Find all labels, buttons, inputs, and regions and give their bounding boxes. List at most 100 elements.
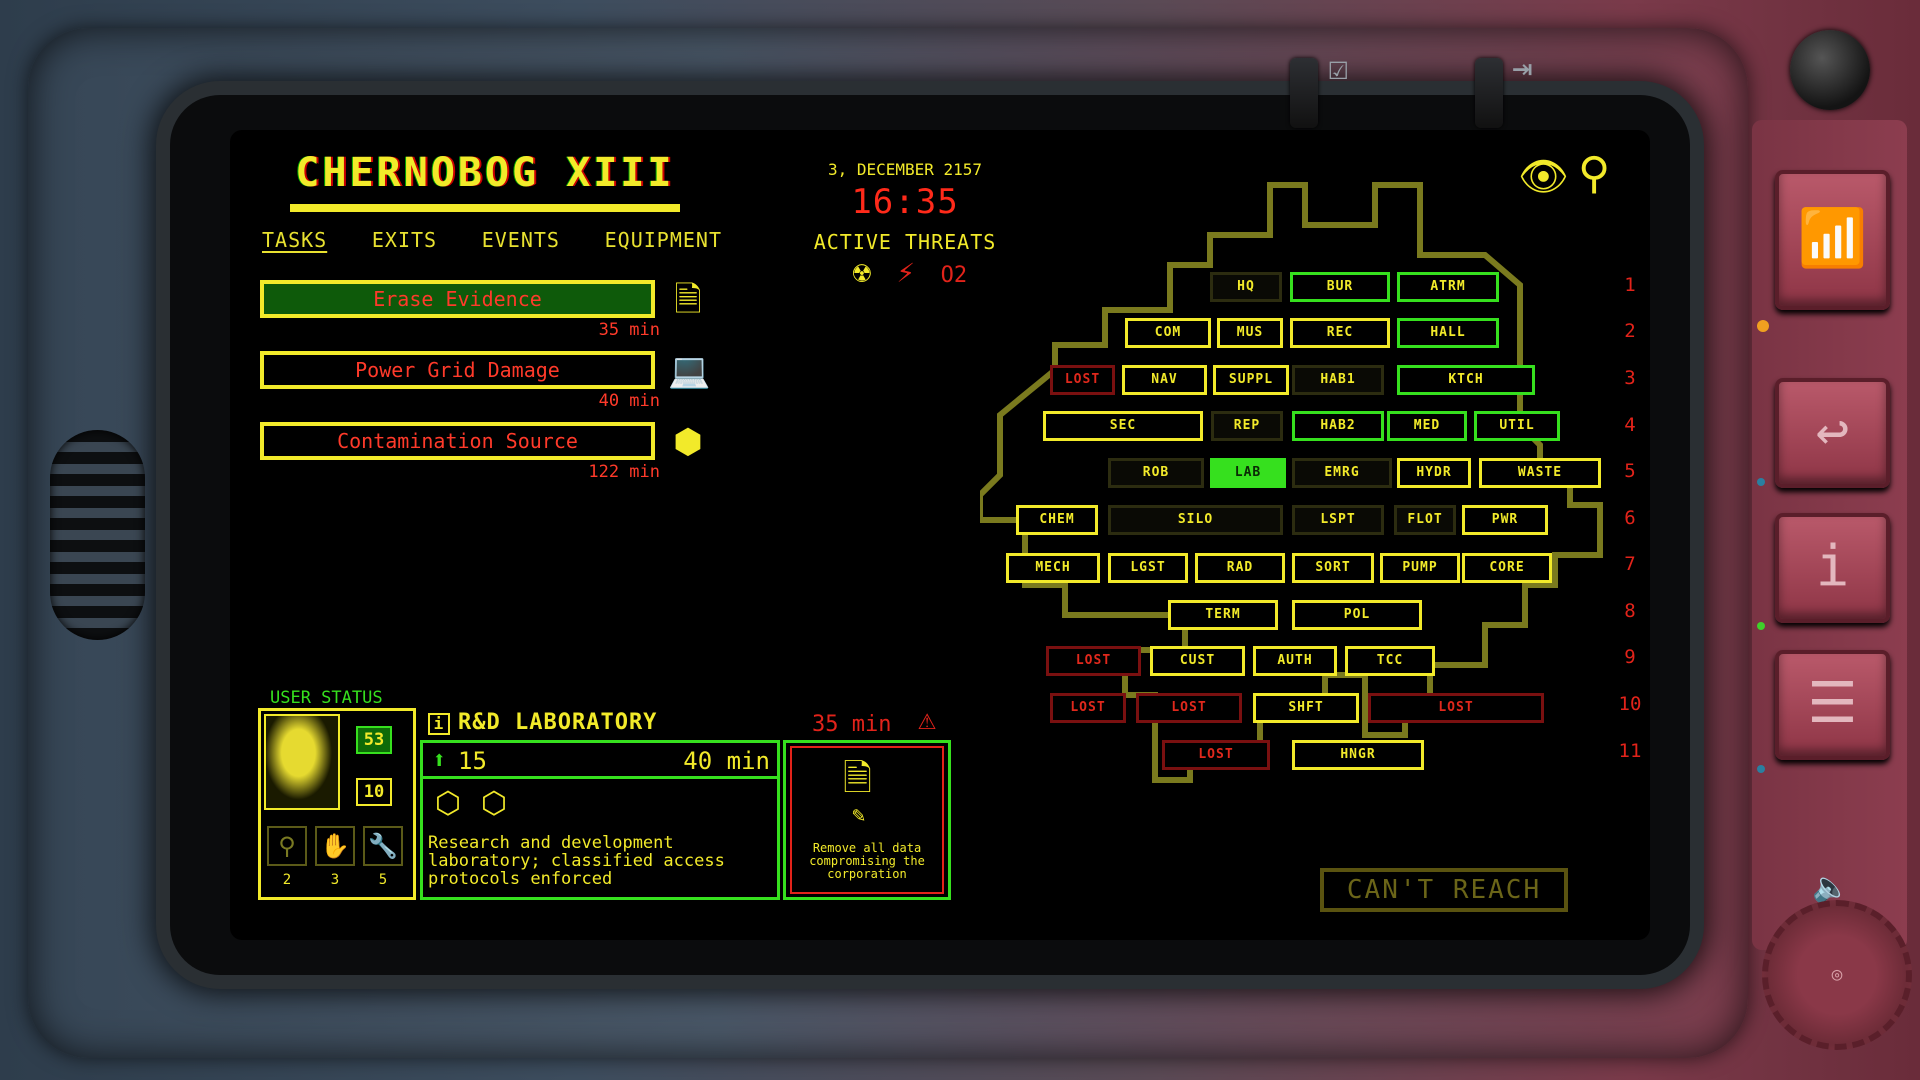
map-room[interactable]: POL <box>1292 600 1422 630</box>
status-led <box>1757 478 1765 486</box>
cant-reach-button[interactable]: CAN'T REACH <box>1320 868 1568 912</box>
radiation-icon[interactable]: ☢ <box>852 255 871 290</box>
map-room[interactable]: ATRM <box>1397 272 1499 302</box>
shield-icon[interactable]: ⬡ <box>434 786 462 821</box>
map-room[interactable]: SUPPL <box>1213 365 1289 395</box>
map-room[interactable]: CHEM <box>1016 505 1098 535</box>
tab-events[interactable]: EVENTS <box>481 228 560 252</box>
checklist-icon[interactable]: ☑ <box>1328 48 1349 88</box>
map-room[interactable]: CUST <box>1150 646 1245 676</box>
map-room[interactable]: LGST <box>1108 553 1188 583</box>
room-info-header <box>423 743 777 779</box>
map-room[interactable]: HYDR <box>1397 458 1471 488</box>
menu-button[interactable]: ☰ <box>1775 650 1890 760</box>
map-row-number: 6 <box>1624 507 1636 529</box>
map-row-number: 8 <box>1624 600 1636 622</box>
map-room[interactable]: LOST <box>1368 693 1544 723</box>
signal-button[interactable]: 📶 <box>1775 170 1890 310</box>
threat-icons: ☢ ⚡ O2 <box>840 255 980 290</box>
map-room[interactable]: LAB <box>1210 458 1286 488</box>
map-room[interactable]: FLOT <box>1394 505 1456 535</box>
room-name: R&D LABORATORY <box>458 710 658 735</box>
status-led <box>1757 765 1765 773</box>
dial-wheel[interactable]: ◎ <box>1762 900 1912 1050</box>
map-row-number: 1 <box>1624 274 1636 296</box>
map-room[interactable]: MUS <box>1217 318 1283 348</box>
info-button[interactable]: i <box>1775 513 1890 623</box>
map-room[interactable]: SILO <box>1108 505 1283 535</box>
arrow-up-icon: ⬆ <box>432 746 447 774</box>
map-room[interactable]: BUR <box>1290 272 1390 302</box>
map-room[interactable]: CORE <box>1462 553 1552 583</box>
tab-tasks[interactable]: TASKS <box>262 228 328 252</box>
map-room[interactable]: PUMP <box>1380 553 1460 583</box>
volume-icon[interactable]: 🔈 <box>1812 870 1850 905</box>
map-room[interactable]: ROB <box>1108 458 1204 488</box>
goal-panel[interactable] <box>783 740 951 900</box>
task-erase-evidence[interactable]: Erase Evidence <box>260 280 655 318</box>
map-room[interactable]: HAB1 <box>1292 365 1384 395</box>
map-room[interactable]: RAD <box>1195 553 1285 583</box>
map-room[interactable]: WASTE <box>1479 458 1601 488</box>
map-room[interactable]: LOST <box>1162 740 1270 770</box>
eye-icon[interactable]: 👁 <box>1518 154 1569 200</box>
game-date: 3, DECEMBER 2157 <box>827 160 983 179</box>
map-room[interactable]: LOST <box>1050 693 1126 723</box>
map-room[interactable]: SORT <box>1292 553 1374 583</box>
magnifier-icon[interactable]: ⚲ <box>267 826 307 866</box>
map-room[interactable]: HNGR <box>1292 740 1424 770</box>
map-room[interactable]: LOST <box>1136 693 1242 723</box>
tab-bar: TASKS EXITS EVENTS EQUIPMENT <box>262 228 722 252</box>
exit-icon[interactable]: ⇥ <box>1512 48 1533 88</box>
map-room[interactable]: LSPT <box>1292 505 1384 535</box>
map-room[interactable]: SHFT <box>1253 693 1359 723</box>
user-status-panel <box>258 708 416 900</box>
info-icon: i <box>1815 534 1850 599</box>
task-contamination-source[interactable]: Contamination Source <box>260 422 655 460</box>
tab-equipment[interactable]: EQUIPMENT <box>604 228 722 252</box>
power-knob[interactable] <box>1790 30 1870 110</box>
tools-icon[interactable]: ⬡ <box>480 786 508 821</box>
speaker-grille <box>50 430 145 640</box>
status-led <box>1757 622 1765 630</box>
map-room[interactable]: COM <box>1125 318 1211 348</box>
map-room[interactable]: HALL <box>1397 318 1499 348</box>
oxygen-icon[interactable]: O2 <box>941 255 968 290</box>
map-room[interactable]: REP <box>1211 411 1283 441</box>
map-room[interactable]: SEC <box>1043 411 1203 441</box>
stat-green-value: 53 <box>356 726 392 754</box>
map-room[interactable]: EMRG <box>1292 458 1392 488</box>
wrench-icon[interactable]: 🔧 <box>363 826 403 866</box>
map-row-number: 11 <box>1618 740 1642 762</box>
map-room[interactable]: LOST <box>1046 646 1141 676</box>
map-room[interactable]: PWR <box>1462 505 1548 535</box>
document-icon: 🗎 <box>674 280 702 320</box>
map-room[interactable]: KTCH <box>1397 365 1535 395</box>
map-room[interactable]: MED <box>1387 411 1467 441</box>
ore-icon: ⬢ <box>673 422 703 462</box>
probe-icon: ✎ <box>852 803 866 828</box>
map-room[interactable]: HAB2 <box>1292 411 1384 441</box>
search-icon[interactable]: ⚲ <box>1578 148 1611 199</box>
laptop-icon: 💻 <box>668 351 711 391</box>
task-power-grid-damage[interactable]: Power Grid Damage <box>260 351 655 389</box>
tab-exits[interactable]: EXITS <box>371 228 438 252</box>
map-room[interactable]: TERM <box>1168 600 1278 630</box>
map-room[interactable]: HQ <box>1210 272 1282 302</box>
map-room[interactable]: REC <box>1290 318 1390 348</box>
map-room[interactable]: LOST <box>1050 365 1115 395</box>
skill-count: 3 <box>330 872 340 888</box>
map-room[interactable]: NAV <box>1122 365 1207 395</box>
map-room[interactable]: UTIL <box>1474 411 1560 441</box>
oxygen-label: O2 <box>940 263 968 288</box>
status-led <box>1757 320 1769 332</box>
task-time: 122 min <box>588 462 660 482</box>
map-room[interactable]: TCC <box>1345 646 1435 676</box>
map-room[interactable]: MECH <box>1006 553 1100 583</box>
hacking-icon[interactable]: ✋ <box>315 826 355 866</box>
electric-hazard-icon[interactable]: ⚡ <box>896 255 915 290</box>
map-row-number: 10 <box>1618 693 1642 715</box>
back-button[interactable]: ↩ <box>1775 378 1890 488</box>
map-room[interactable]: AUTH <box>1253 646 1337 676</box>
